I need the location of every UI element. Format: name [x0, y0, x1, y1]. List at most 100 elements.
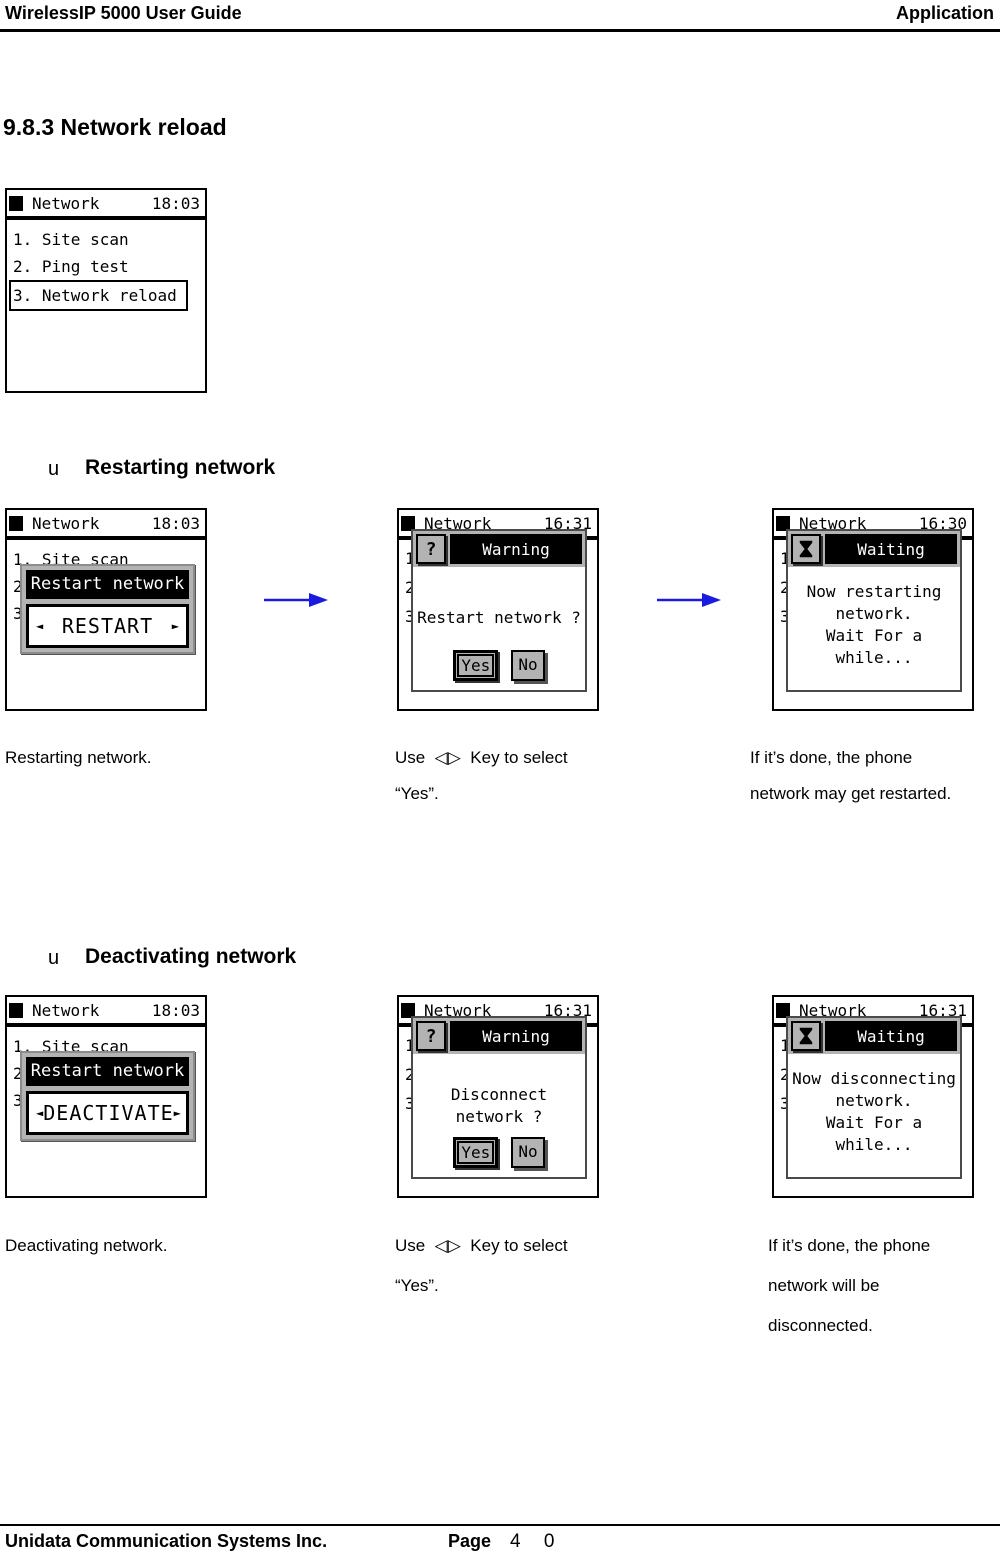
- dialog-title: Warning: [450, 1021, 582, 1051]
- waiting-dialog: Waiting Now restarting network. Wait For…: [786, 529, 962, 692]
- dialog-title: Warning: [450, 534, 582, 564]
- menu-square-icon: [776, 515, 790, 531]
- dialog-header: ? Warning: [413, 531, 585, 567]
- phone-titlebar: Network 18:03: [7, 510, 205, 540]
- caption-key-select: Use ◁▷ Key to select: [395, 748, 568, 767]
- clipped-menu-digit: 3: [405, 1094, 415, 1113]
- phone-screen-restart-warning: Network 16:31 1 2 3 ? Warning Restart ne…: [397, 508, 599, 711]
- caption-restarting: Restarting network.: [5, 748, 152, 767]
- menu-square-icon: [401, 515, 415, 531]
- phone-clock: 16:31: [543, 513, 592, 533]
- clipped-menu-digit: 2: [405, 1065, 415, 1084]
- question-mark-icon: ?: [416, 1021, 446, 1051]
- caption-result-2: network will be: [768, 1276, 880, 1295]
- phone-title: Network: [32, 1000, 100, 1020]
- right-triangle-icon: ►: [173, 1106, 181, 1120]
- dialog-buttons: Yes No: [413, 1137, 585, 1168]
- menu-item-site-scan: 1. Site scan: [13, 230, 129, 249]
- flow-arrow: [264, 593, 328, 607]
- footer-company: Unidata Communication Systems Inc.: [5, 1531, 328, 1551]
- left-triangle-icon: ◄: [36, 1106, 44, 1120]
- right-triangle-icon: ►: [171, 619, 179, 633]
- heading-restarting-network: Restarting network: [85, 456, 276, 479]
- dialog-message: Restart network ?: [417, 608, 581, 627]
- dialog-message: Disconnect network ?: [450, 1085, 548, 1126]
- dialog-title: Waiting: [825, 1021, 957, 1051]
- menu-square-icon: [776, 1002, 790, 1018]
- clipped-menu-digit: 1: [405, 1036, 415, 1055]
- phone-screen-disconnect-waiting: Network 16:31 1 2 3 Waiting Now disconne…: [772, 995, 974, 1198]
- clipped-menu-digit: 2: [13, 577, 23, 596]
- footer-rule: [0, 1524, 1000, 1526]
- dialog-message: Now restarting network. Wait For a while…: [806, 582, 942, 667]
- restart-network-popup: Restart network ◄ RESTART ►: [20, 564, 195, 654]
- caption-result: If it’s done, the phone: [750, 748, 913, 767]
- left-triangle-icon: ◄: [36, 619, 44, 633]
- caption-result-3: disconnected.: [768, 1316, 873, 1335]
- dialog-header: ? Warning: [413, 1018, 585, 1054]
- dialog-header: Waiting: [788, 531, 960, 567]
- footer-page-number: 4 0: [510, 1531, 564, 1552]
- clipped-menu-digit: 3: [780, 607, 790, 626]
- deactivate-selector: ◄ DEACTIVATE ►: [26, 1091, 189, 1135]
- background-menu: 1 2 3: [405, 544, 415, 631]
- chapter-label: Application: [896, 3, 994, 23]
- bullet-deactivating: u: [48, 947, 60, 969]
- phone-screen-deactivate-popup: Network 18:03 1. Site scan 2 3 Restart n…: [5, 995, 207, 1198]
- caption-key-select-2: “Yes”.: [395, 784, 439, 803]
- menu-square-icon: [9, 515, 23, 531]
- menu-item-ping-test: 2. Ping test: [13, 257, 129, 276]
- warning-dialog: ? Warning Restart network ? Yes No: [411, 529, 587, 692]
- restart-network-popup: Restart network ◄ DEACTIVATE ►: [20, 1051, 195, 1141]
- popup-title: Restart network: [26, 1057, 189, 1086]
- hourglass-icon: [791, 1021, 821, 1051]
- menu-square-icon: [9, 195, 23, 211]
- bullet-restarting: u: [48, 458, 60, 480]
- caption-result: If it’s done, the phone: [768, 1236, 931, 1255]
- phone-clock: 16:31: [543, 1000, 592, 1020]
- clipped-menu-digit: 3: [13, 604, 23, 623]
- phone-title: Network: [799, 513, 867, 533]
- background-menu: 1 2 3: [405, 1031, 415, 1118]
- flow-arrow: [657, 593, 721, 607]
- clipped-menu-digit: 3: [780, 1094, 790, 1113]
- dialog-buttons: Yes No: [413, 650, 585, 681]
- phone-screen-restart-popup: Network 18:03 1. Site scan 2 3 Restart n…: [5, 508, 207, 711]
- phone-clock: 16:31: [918, 1000, 967, 1020]
- warning-dialog: ? Warning Disconnect network ? Yes No: [411, 1016, 587, 1179]
- phone-clock: 18:03: [151, 513, 200, 533]
- phone-titlebar: Network 18:03: [7, 997, 205, 1027]
- phone-clock: 18:03: [151, 1000, 200, 1020]
- dialog-header: Waiting: [788, 1018, 960, 1054]
- clipped-menu-digit: 2: [13, 1064, 23, 1083]
- selector-value: DEACTIVATE: [43, 1101, 174, 1125]
- heading-deactivating-network: Deactivating network: [85, 945, 297, 968]
- phone-title: Network: [32, 513, 100, 533]
- clipped-menu-digit: 3: [13, 1091, 23, 1110]
- caption-deactivating: Deactivating network.: [5, 1236, 168, 1255]
- caption-result-2: network may get restarted.: [750, 784, 952, 803]
- clipped-menu-digit: 2: [780, 1065, 790, 1084]
- footer-page-label: Page: [448, 1531, 492, 1551]
- yes-button: Yes: [453, 1137, 499, 1168]
- phone-clock: 16:30: [918, 513, 967, 533]
- yes-button: Yes: [453, 650, 499, 681]
- phone-screen-network-menu: Network 18:03 1. Site scan 2. Ping test …: [5, 188, 207, 393]
- question-mark-icon: ?: [416, 534, 446, 564]
- caption-key-select: Use ◁▷ Key to select: [395, 1236, 568, 1255]
- menu-square-icon: [401, 1002, 415, 1018]
- phone-screen-disconnect-warning: Network 16:31 1 2 3 ? Warning Disconnect…: [397, 995, 599, 1198]
- phone-title: Network: [32, 193, 100, 213]
- document-title: WirelessIP 5000 User Guide: [5, 3, 242, 23]
- phone-title: Network: [424, 513, 492, 533]
- popup-title: Restart network: [26, 570, 189, 599]
- no-button: No: [511, 650, 545, 681]
- header-rule: [0, 29, 1000, 32]
- hourglass-icon: [791, 534, 821, 564]
- clipped-menu-digit: 1: [780, 1036, 790, 1055]
- phone-titlebar: Network 18:03: [7, 190, 205, 220]
- restart-selector: ◄ RESTART ►: [26, 604, 189, 648]
- dialog-message: Now disconnecting network. Wait For a wh…: [792, 1069, 956, 1154]
- section-title: 9.8.3 Network reload: [3, 114, 227, 140]
